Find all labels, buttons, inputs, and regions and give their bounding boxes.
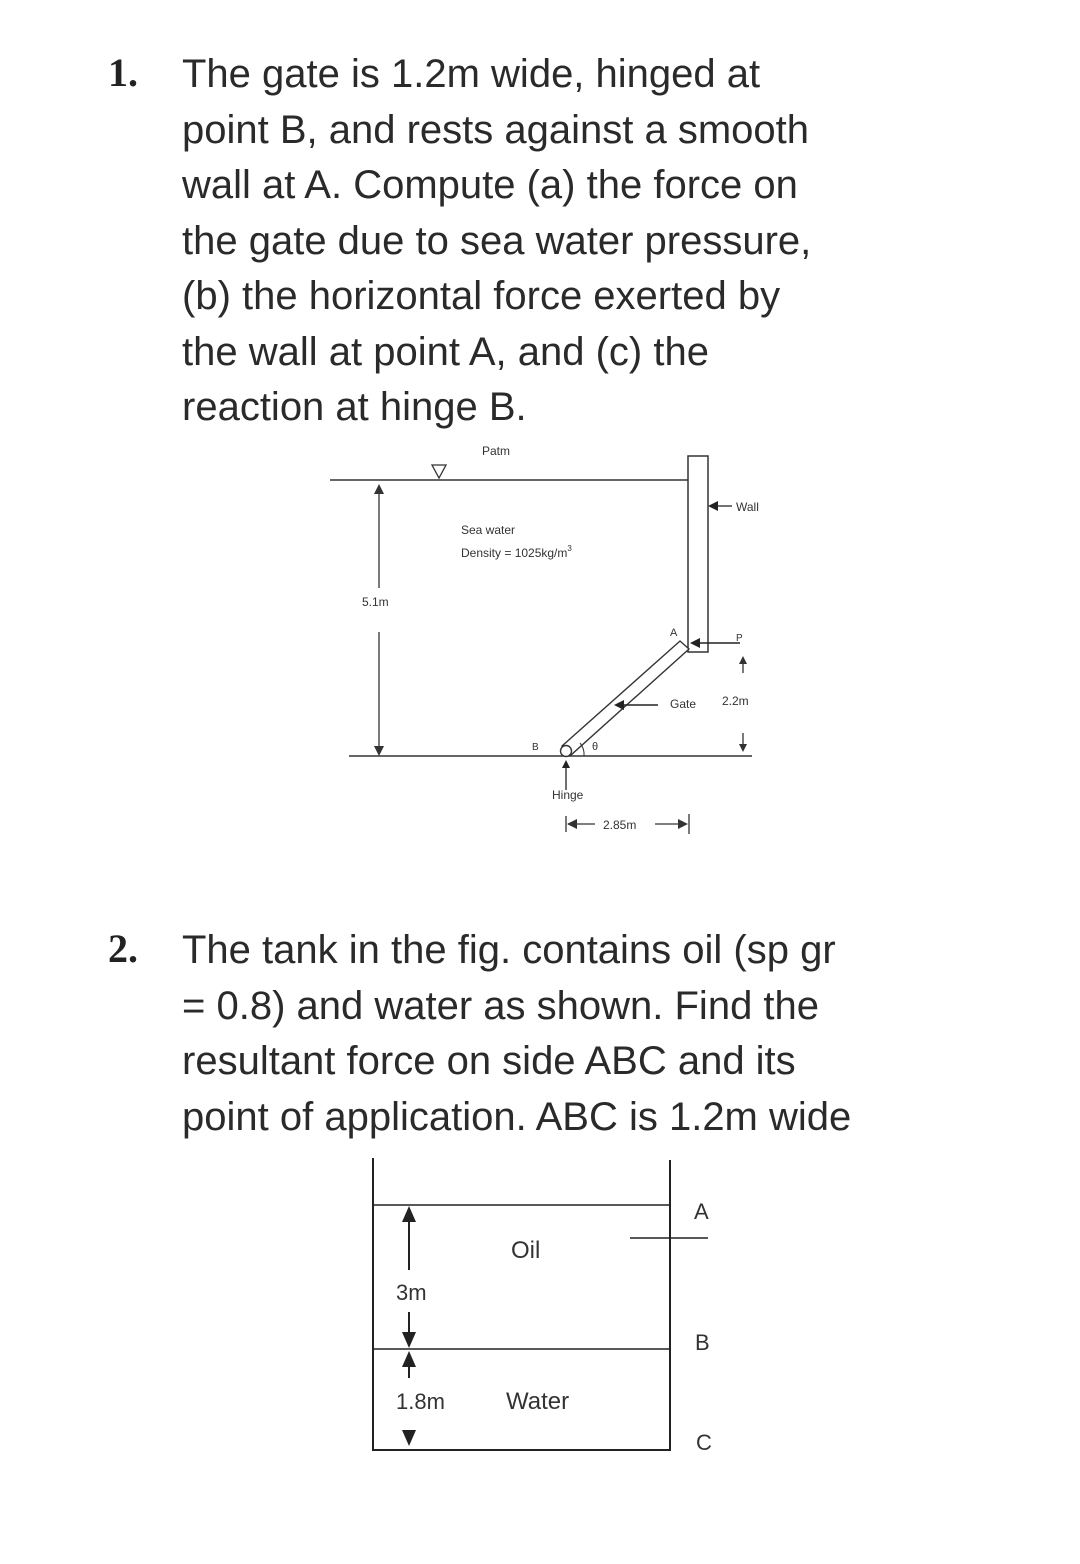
height-label: 2.2m — [722, 694, 749, 708]
problem-1-line: reaction at hinge B. — [182, 385, 527, 429]
wall-label: Wall — [736, 500, 759, 514]
problem-2-line: = 0.8) and water as shown. Find the — [182, 983, 820, 1028]
water-level-triangle-icon — [430, 464, 448, 480]
problem-2-line: point of application. ABC is 1.2m wide — [182, 1094, 852, 1139]
problem-2-line: resultant force on side ABC and its — [182, 1039, 796, 1083]
theta-label: θ — [592, 741, 598, 753]
problem-1-number: 1. — [108, 50, 138, 95]
problem-1-line: the gate due to sea water pressure, — [182, 218, 812, 263]
depth-arrow-bottom — [374, 746, 384, 756]
problem-1-line: point B, and rests against a smooth — [182, 107, 810, 152]
horizontal-arrow-right — [678, 819, 688, 829]
point-a-label: A — [670, 627, 678, 639]
patm-label: Patm — [482, 444, 510, 458]
problem-1-line: the wall at point A, and (c) the — [182, 329, 709, 374]
problem-2-line: The tank in the fig. contains oil (sp gr — [182, 928, 836, 972]
height-arrow-bottom — [739, 744, 747, 752]
gate-label: Gate — [670, 697, 696, 711]
angle-arc — [579, 742, 585, 757]
hinge-arrow-head — [562, 760, 570, 768]
depth-arrow-top — [374, 484, 384, 494]
pressure-force-arrow-head — [614, 700, 624, 710]
height-arrow-top — [739, 656, 747, 664]
horizontal-label: 2.85m — [603, 818, 636, 832]
problem-1-statement: The gate is 1.2m wide, hinged at point B… — [182, 47, 942, 436]
wall — [687, 455, 709, 653]
point-p-label: P — [736, 633, 743, 644]
problem-2-number: 2. — [108, 926, 138, 971]
problem-1-line: (b) the horizontal force exerted by — [182, 274, 781, 318]
problem-2-statement: The tank in the fig. contains oil (sp gr… — [182, 923, 942, 1145]
hinge-circle — [559, 744, 573, 758]
wall-arrow-head — [708, 501, 718, 511]
hinge-label: Hinge — [552, 788, 584, 802]
point-b-label: B — [532, 742, 539, 753]
reaction-a-arrow-head — [690, 638, 700, 648]
horizontal-arrow-left — [567, 819, 577, 829]
depth-label: 5.1m — [362, 595, 389, 609]
problem-1-line: wall at A. Compute (a) the force on — [182, 163, 798, 207]
density-label: Density = 1025kg/m3 — [461, 544, 572, 560]
problem-1-line: The gate is 1.2m wide, hinged at — [182, 52, 761, 96]
fluid-name-label: Sea water — [461, 523, 515, 537]
